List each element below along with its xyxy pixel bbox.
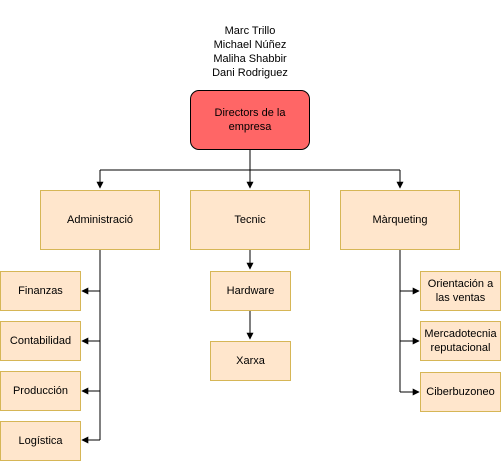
node-finanzas-label: Finanzas <box>18 285 63 297</box>
node-tecnic-label: Tecnic <box>234 214 266 226</box>
node-mercadotecnia-reputacional[interactable]: Mercadotecnia reputacional <box>420 321 501 361</box>
node-contabilidad-label: Contabilidad <box>9 335 72 347</box>
node-produccion[interactable]: Producción <box>0 371 81 411</box>
node-orientacion-ventas[interactable]: Orientación a las ventas <box>420 271 501 311</box>
node-administracio[interactable]: Administració <box>40 190 160 250</box>
node-ciberbuzoneo[interactable]: Ciberbuzoneo <box>420 372 501 412</box>
node-logistica-label: Logística <box>18 435 63 447</box>
author-name: Dani Rodriguez <box>212 67 288 79</box>
node-hardware-label: Hardware <box>226 285 275 297</box>
node-directors[interactable]: Directors de la empresa <box>190 90 310 150</box>
node-logistica[interactable]: Logística <box>0 421 81 461</box>
author-list: Marc Trillo Michael Núñez Maliha Shabbir… <box>190 24 310 80</box>
author-name: Marc Trillo <box>224 25 276 37</box>
node-ciberbuzoneo-label: Ciberbuzoneo <box>426 386 495 398</box>
node-contabilidad[interactable]: Contabilidad <box>0 321 81 361</box>
node-xarxa-label: Xarxa <box>236 355 265 367</box>
node-mercadotecnia-reputacional-label: Mercadotecnia reputacional <box>424 328 497 354</box>
node-orientacion-ventas-label: Orientación a las ventas <box>427 278 494 304</box>
node-xarxa[interactable]: Xarxa <box>210 341 291 381</box>
node-hardware[interactable]: Hardware <box>210 271 291 311</box>
node-tecnic[interactable]: Tecnic <box>190 190 310 250</box>
node-marqueting[interactable]: Màrqueting <box>340 190 460 250</box>
node-marqueting-label: Màrqueting <box>372 214 428 226</box>
author-name: Maliha Shabbir <box>213 53 287 65</box>
node-finanzas[interactable]: Finanzas <box>0 271 81 311</box>
node-produccion-label: Producción <box>12 385 69 397</box>
author-name: Michael Núñez <box>213 39 287 51</box>
node-directors-label: Directors de la empresa <box>214 107 286 133</box>
node-administracio-label: Administració <box>66 214 134 226</box>
